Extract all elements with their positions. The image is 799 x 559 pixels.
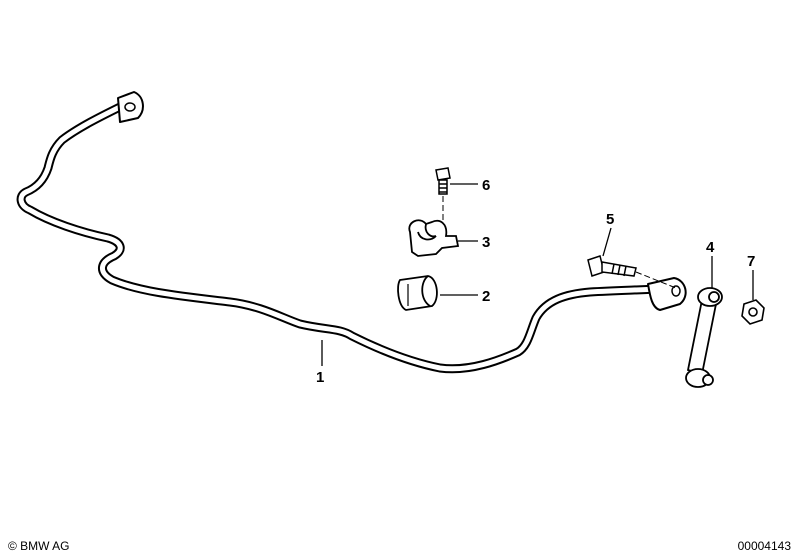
callout-4: 4 [706,239,715,256]
nut[interactable] [741,299,765,325]
copyright-notice: © BMW AG [8,539,70,553]
document-number: 00004143 [737,539,791,553]
rubber-mount[interactable] [397,275,438,311]
callout-6: 6 [482,177,490,194]
stabilizer-bar[interactable] [16,91,687,374]
leader-line-5 [602,227,612,257]
callout-3: 3 [482,234,490,251]
callout-1: 1 [316,369,324,386]
callout-7: 7 [747,253,755,270]
callout-5: 5 [606,211,614,228]
dash-line-5 [635,271,677,289]
stabilizer-link[interactable] [685,287,723,388]
bracket-bolt[interactable] [435,167,451,195]
link-bolt[interactable] [587,255,637,277]
bracket[interactable] [408,219,460,257]
callout-2: 2 [482,288,490,305]
